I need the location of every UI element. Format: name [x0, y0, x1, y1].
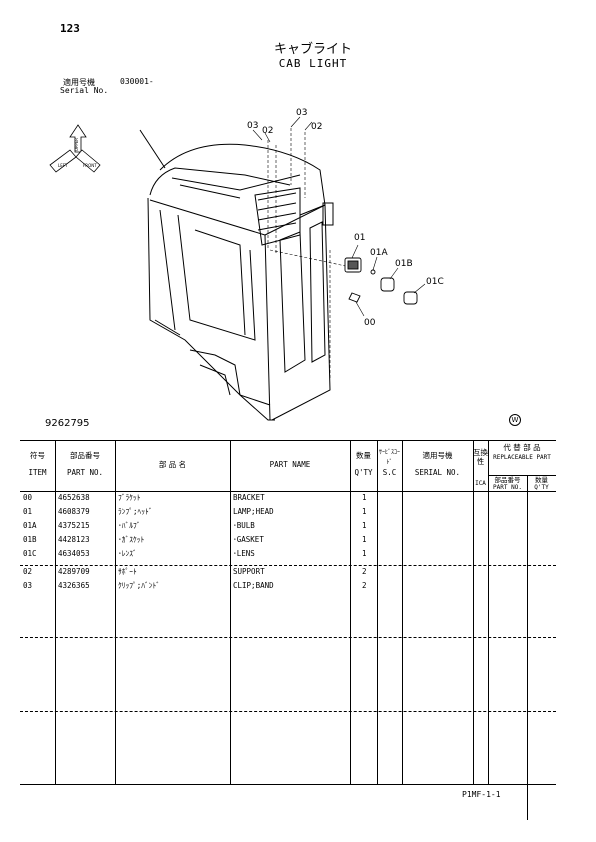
callout-03-right: 03: [296, 108, 307, 118]
header-item-jp: 符号: [30, 451, 45, 460]
row-qty: 1: [362, 521, 367, 530]
row-item: 00: [23, 493, 33, 502]
row-name-en: LAMP;HEAD: [233, 507, 274, 516]
row-name-jp: ﾗﾝﾌﾟ;ﾍｯﾄﾞ: [118, 507, 153, 516]
row-name-jp: ｻﾎﾟｰﾄ: [118, 567, 137, 576]
header-repl-part-jp: 部品番号: [494, 476, 521, 484]
row-item: 03: [23, 581, 33, 590]
row-qty: 1: [362, 493, 367, 502]
callout-01: 01: [354, 233, 365, 243]
callout-03-left: 03: [247, 121, 258, 131]
parts-diagram: LEFT FRONT UPPER: [49, 108, 444, 421]
header-repl-qty-en: Q'TY: [534, 484, 549, 491]
page-number: 123: [60, 22, 80, 35]
row-part-no: 4608379: [58, 507, 90, 516]
row-item: 01A: [23, 521, 37, 530]
row-qty: 1: [362, 507, 367, 516]
row-item: 02: [23, 567, 33, 576]
direction-indicator-icon: LEFT FRONT UPPER: [49, 124, 101, 173]
header-serial-jp: 適用号機: [422, 451, 453, 460]
header-ica-jp: 互換性: [473, 448, 488, 466]
row-name-en: SUPPORT: [233, 567, 265, 576]
row-name-jp: ･ﾊﾞﾙﾌﾞ: [118, 521, 141, 530]
row-name-jp: ･ｶﾞｽｹｯﾄ: [118, 535, 145, 544]
row-qty: 1: [362, 535, 367, 544]
header-qty-jp: 数量: [356, 451, 371, 460]
row-item: 01: [23, 507, 33, 516]
row-part-no: 4652638: [58, 493, 90, 502]
callout-00: 00: [364, 318, 376, 328]
row-qty: 1: [362, 549, 367, 558]
row-name-en: ･GASKET: [233, 535, 264, 544]
title-english: CAB LIGHT: [278, 57, 348, 70]
row-qty: 2: [362, 567, 367, 576]
revision-mark: W: [509, 414, 521, 426]
header-part-no-en: PART NO.: [66, 468, 104, 477]
row-name-jp: ･ﾚﾝｽﾞ: [118, 549, 137, 558]
row-part-no: 4375215: [58, 521, 90, 530]
serial-label-japanese: 適用号機: [63, 78, 95, 87]
cab-frame-drawing: [139, 129, 334, 421]
row-item: 01B: [23, 535, 37, 544]
header-repl-qty-jp: 数量: [535, 476, 548, 484]
header-item-en: ITEM: [28, 468, 47, 477]
header-ica-en: ICA: [475, 480, 486, 487]
serial-value: 030001-: [120, 77, 154, 86]
direction-label-front: FRONT: [83, 163, 97, 168]
header-part-no-jp: 部品番号: [70, 451, 100, 460]
callout-02-right: 02: [311, 122, 322, 132]
header-serial-en: SERIAL NO.: [414, 468, 461, 477]
row-name-en: BRACKET: [233, 493, 265, 502]
row-item: 01C: [23, 549, 37, 558]
title-japanese: キャブライト: [273, 42, 352, 57]
row-name-en: ･LENS: [233, 549, 255, 558]
row-name-en: CLIP;BAND: [233, 581, 274, 590]
row-qty: 2: [362, 581, 367, 590]
callout-01a: 01A: [370, 248, 388, 258]
row-part-no: 4289709: [58, 567, 90, 576]
lamp-assembly-drawing: [344, 257, 418, 305]
header-repl-part-en: PART NO.: [493, 484, 522, 491]
row-part-no: 4634053: [58, 549, 90, 558]
row-part-no: 4326365: [58, 581, 90, 590]
direction-label-upper: UPPER: [74, 138, 79, 151]
row-name-jp: ｸﾘｯﾌﾟ;ﾊﾞﾝﾄﾞ: [118, 581, 161, 590]
footer-code: P1MF-1-1: [462, 790, 501, 799]
serial-label-english: Serial No.: [60, 86, 109, 95]
header-replaceable-jp: 代 替 部 品: [503, 443, 541, 452]
header-sc-en: S.C: [382, 468, 397, 477]
parts-table: 符号 ITEM 部品番号 PART NO. 部 品 名 PART NAME 数量…: [20, 440, 556, 820]
header-replaceable-en: REPLACEABLE PART: [493, 454, 551, 461]
figure-number: 9262795: [45, 418, 90, 429]
row-name-jp: ﾌﾞﾗｹｯﾄ: [118, 493, 141, 502]
header-name-en: PART NAME: [269, 460, 311, 469]
direction-label-left: LEFT: [58, 163, 68, 168]
header-name-jp: 部 品 名: [158, 460, 187, 469]
callout-02-left: 02: [262, 126, 273, 136]
row-name-en: ･BULB: [233, 521, 255, 530]
header-sc-jp: ｻｰﾋﾞｽｺｰﾄﾞ: [378, 449, 400, 466]
callout-01c: 01C: [426, 277, 444, 287]
header-qty-en: Q'TY: [354, 468, 373, 477]
callout-01b: 01B: [395, 259, 413, 269]
row-part-no: 4428123: [58, 535, 90, 544]
